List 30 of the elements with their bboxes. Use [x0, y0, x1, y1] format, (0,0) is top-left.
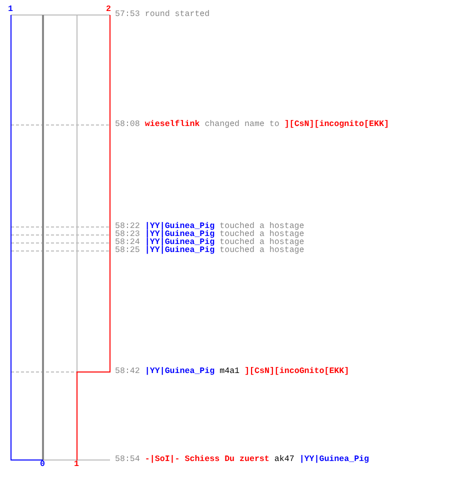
player-name: |YY|Guinea_Pig [144, 246, 215, 255]
timestamp: 58:23 [115, 230, 140, 239]
event-text: changed name to [204, 120, 280, 129]
weapon-name: ak47 [274, 455, 294, 464]
axis-number: 0 [40, 460, 45, 469]
player-name: ][CsN][incognito[EKK] [284, 120, 389, 129]
event-text: touched a hostage [220, 246, 304, 255]
event-text: touched a hostage [220, 238, 304, 247]
player-name: |YY|Guinea_Pig [299, 455, 370, 464]
axis-number: 1 [74, 460, 79, 469]
player-name: |YY|Guinea_Pig [144, 367, 215, 376]
player-name: |YY|Guinea_Pig [144, 230, 215, 239]
event-text: touched a hostage [220, 230, 304, 239]
timestamp: 58:22 [115, 222, 140, 231]
timestamp: 58:25 [115, 246, 140, 255]
timestamp: 58:08 [115, 120, 140, 129]
player-name: ][CsN][incoGnito[EKK] [244, 367, 350, 376]
timestamp: 57:53 [115, 10, 140, 19]
timestamp: 58:24 [115, 238, 140, 247]
team-number: 2 [106, 5, 111, 14]
player-name: |YY|Guinea_Pig [144, 238, 215, 247]
team-number: 1 [8, 5, 13, 14]
event-text: touched a hostage [220, 222, 304, 231]
player-name: -|SoI|- Schiess Du zuerst [144, 455, 270, 464]
event-text: round started [144, 10, 210, 19]
timestamp: 58:54 [115, 455, 140, 464]
player-name: wieselflink [144, 120, 200, 129]
player-name: |YY|Guinea_Pig [144, 222, 215, 231]
timestamp: 58:42 [115, 367, 140, 376]
weapon-name: m4a1 [220, 367, 240, 376]
